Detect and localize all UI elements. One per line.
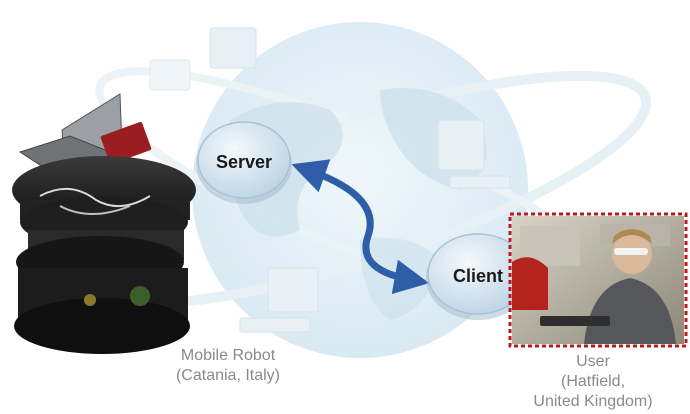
- robot-caption: Mobile Robot (Catania, Italy): [158, 346, 298, 386]
- user-caption-line1: User: [576, 353, 610, 370]
- user-photo: [512, 216, 684, 344]
- user-caption-line2: (Hatfield,: [560, 373, 626, 390]
- robot-caption-line1: Mobile Robot: [180, 347, 276, 364]
- server-label: Server: [215, 152, 273, 172]
- communication-arrow: [291, 159, 430, 295]
- server-node: [196, 121, 292, 204]
- user-caption-line3: United Kingdom): [533, 393, 653, 410]
- user-caption: User (Hatfield, United Kingdom): [508, 352, 678, 412]
- client-node: [426, 233, 530, 320]
- client-label: Client: [452, 266, 503, 286]
- mobile-robot-image: [12, 93, 196, 354]
- user-photo-frame: [508, 212, 688, 348]
- robot-caption-line2: (Catania, Italy): [175, 367, 281, 384]
